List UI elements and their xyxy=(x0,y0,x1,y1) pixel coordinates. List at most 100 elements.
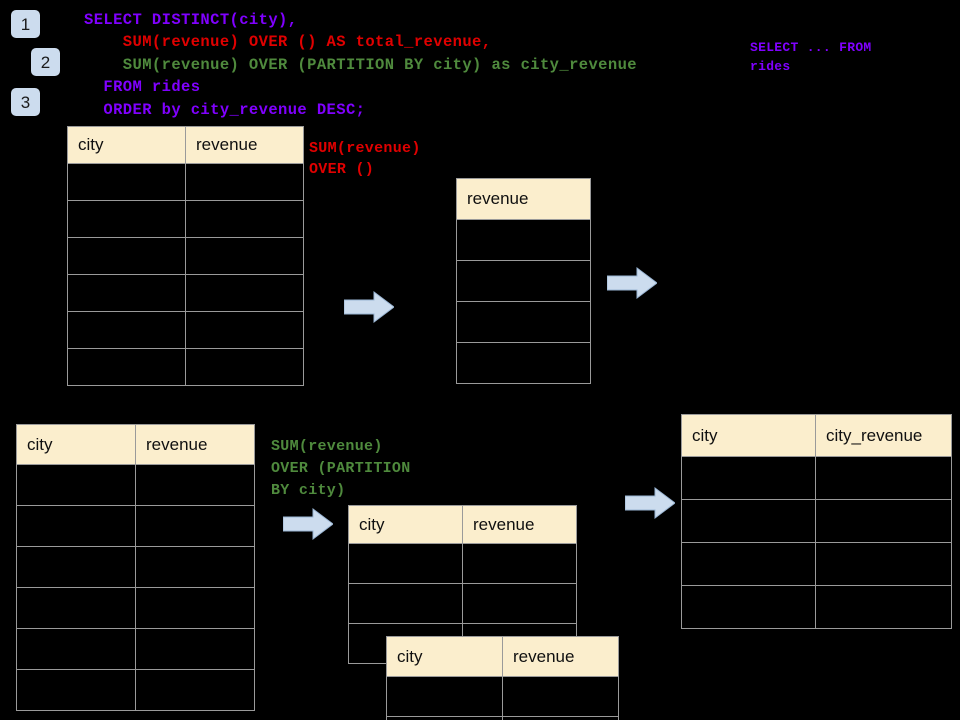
sql-line-2: SUM(revenue) OVER () AS total_revenue, xyxy=(84,33,492,52)
table-row xyxy=(16,464,255,506)
table-row xyxy=(67,237,304,275)
annotation-sum-over-empty: SUM(revenue) OVER () xyxy=(309,140,421,178)
table-cell xyxy=(185,163,304,201)
table-cell xyxy=(16,628,136,670)
sql-line-3: SUM(revenue) OVER (PARTITION BY city) as… xyxy=(84,55,637,74)
table-cell xyxy=(386,676,503,717)
table-row xyxy=(456,260,591,302)
table-cell xyxy=(502,716,619,720)
table-cell xyxy=(456,260,591,302)
table-row xyxy=(681,456,952,500)
table-cell xyxy=(135,546,255,588)
table-cell xyxy=(67,274,186,312)
table-cell xyxy=(67,163,186,201)
table-cell xyxy=(815,542,952,586)
table-row xyxy=(386,676,619,717)
annotation-sum-over-partition: SUM(revenue) OVER (PARTITION BY city) xyxy=(271,438,411,499)
step-badge-3: 3 xyxy=(11,88,40,116)
table-row xyxy=(67,200,304,238)
table-row xyxy=(456,342,591,384)
sql-line-5: ORDER by city_revenue DESC; xyxy=(84,100,366,119)
table-row xyxy=(16,505,255,547)
table-cell xyxy=(681,499,816,543)
table-row xyxy=(456,219,591,261)
table-cell xyxy=(681,542,816,586)
table-row xyxy=(456,301,591,343)
table-cell xyxy=(348,583,463,624)
table-cell xyxy=(67,200,186,238)
table-row xyxy=(16,546,255,588)
table-cell xyxy=(386,716,503,720)
table-cell xyxy=(67,237,186,275)
table-cell xyxy=(681,456,816,500)
table-row xyxy=(16,669,255,711)
table-cell xyxy=(456,219,591,261)
table-cell xyxy=(185,200,304,238)
table-total-revenue: revenue xyxy=(456,178,591,384)
column-header-city: city xyxy=(67,126,186,164)
table-row xyxy=(67,163,304,201)
table-cell xyxy=(16,505,136,547)
table-cell xyxy=(185,274,304,312)
table-row xyxy=(348,543,577,584)
table-cell xyxy=(815,499,952,543)
table-cell xyxy=(16,464,136,506)
table-cell xyxy=(456,342,591,384)
table-cell xyxy=(502,676,619,717)
table-header-row: revenue xyxy=(456,178,591,220)
table-cell xyxy=(16,669,136,711)
step-badge-1: 1 xyxy=(11,10,40,38)
arrow-groups-to-result-icon xyxy=(625,486,675,520)
table-row xyxy=(67,311,304,349)
column-header-revenue: revenue xyxy=(185,126,304,164)
sql-query-block: SELECT DISTINCT(city), SUM(revenue) OVER… xyxy=(84,9,637,121)
table-cell xyxy=(462,543,577,584)
table-row xyxy=(348,583,577,624)
column-header-city: city xyxy=(681,414,816,457)
arrow-total-to-result-icon xyxy=(607,266,657,300)
sql-line-4: FROM rides xyxy=(84,78,201,97)
column-header-revenue: revenue xyxy=(462,505,577,544)
table-cell xyxy=(16,546,136,588)
column-header-revenue: revenue xyxy=(502,636,619,677)
table-cell xyxy=(67,311,186,349)
table-row xyxy=(681,585,952,629)
table-row xyxy=(681,542,952,586)
table-row xyxy=(16,628,255,670)
table-cell xyxy=(135,464,255,506)
table-cell xyxy=(815,585,952,629)
table-cell xyxy=(681,585,816,629)
table-row xyxy=(67,348,304,386)
table-cell xyxy=(67,348,186,386)
table-cell xyxy=(185,311,304,349)
table-cell xyxy=(185,237,304,275)
table-cell xyxy=(456,301,591,343)
arrow-source-to-groups-icon xyxy=(283,507,333,541)
table-cell xyxy=(815,456,952,500)
step-badge-2: 2 xyxy=(31,48,60,76)
sql-line-1: SELECT DISTINCT(city), xyxy=(84,11,298,29)
table-cell xyxy=(135,505,255,547)
table-cell xyxy=(135,669,255,711)
table-row xyxy=(67,274,304,312)
column-header-city: city xyxy=(16,424,136,465)
annotation-select-from-rides: SELECT ... FROM rides xyxy=(750,40,872,74)
column-header-revenue: revenue xyxy=(135,424,255,465)
column-header-city: city xyxy=(386,636,503,677)
column-header-revenue: revenue xyxy=(456,178,591,220)
arrow-source-to-total-icon xyxy=(344,290,394,324)
column-header-city: city xyxy=(348,505,463,544)
table-row xyxy=(16,587,255,629)
table-row xyxy=(386,716,619,720)
table-row xyxy=(681,499,952,543)
